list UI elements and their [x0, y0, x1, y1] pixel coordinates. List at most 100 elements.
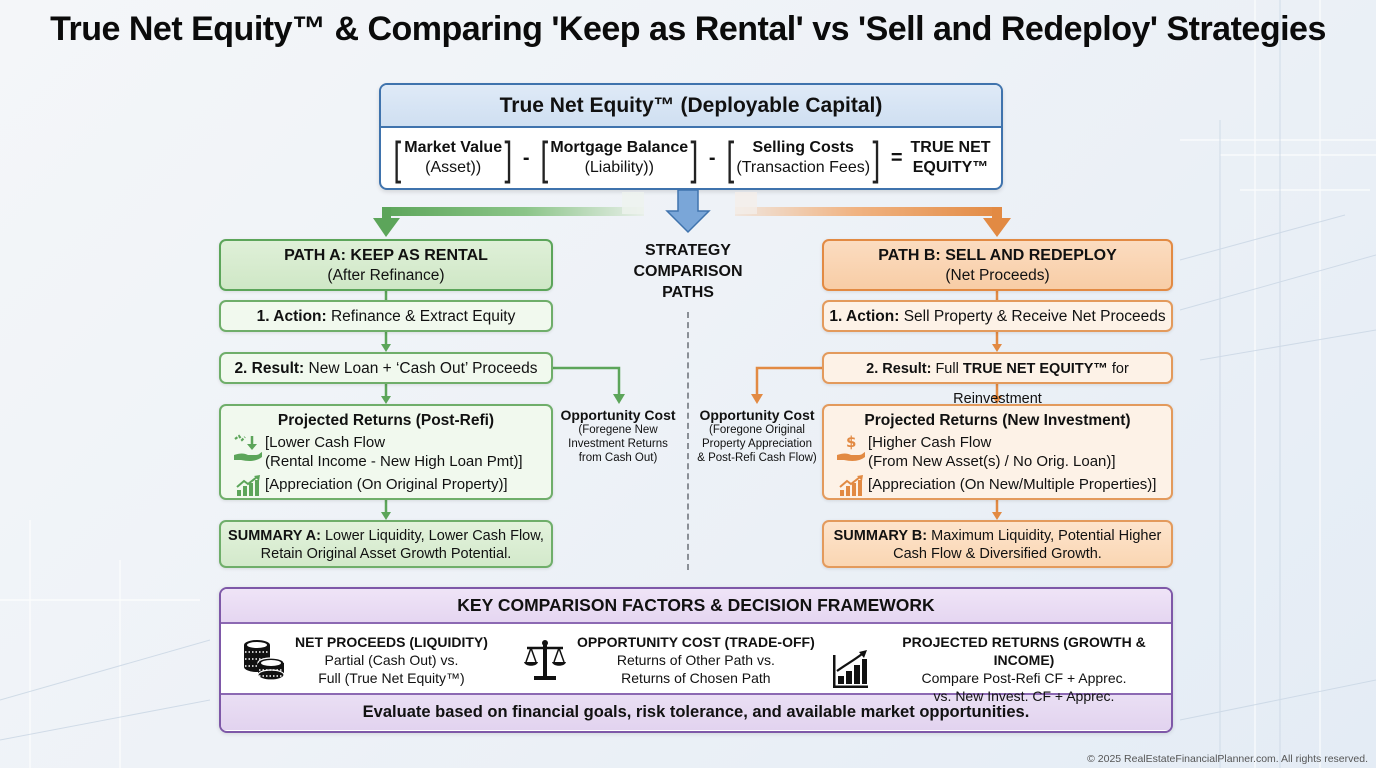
- page-title: True Net Equity™ & Comparing 'Keep as Re…: [50, 10, 1326, 48]
- svg-text:$: $: [846, 433, 856, 451]
- term-label: Mortgage Balance: [550, 139, 689, 156]
- result-label: 2. Result:: [234, 360, 305, 377]
- action-text: Refinance & Extract Equity: [330, 308, 516, 325]
- key-comparison-header: KEY COMPARISON FACTORS & DECISION FRAMEW…: [221, 589, 1171, 624]
- path-b-projected-returns: Projected Returns (New Investment) $ [Hi…: [822, 404, 1173, 500]
- term-label: Market Value: [404, 139, 503, 156]
- coins-icon: [241, 639, 287, 681]
- connector-to-opportunity-a: [553, 366, 621, 396]
- result-label: 2. Result:: [866, 361, 932, 377]
- higher-cash-flow-icon: $: [834, 433, 868, 467]
- summary-text: Lower Liquidity, Lower Cash Flow,: [324, 528, 544, 544]
- arrow-head: [751, 394, 763, 404]
- term-sub: (Asset)): [425, 159, 482, 176]
- result-text: Full: [935, 361, 959, 377]
- summary-text: Maximum Liquidity, Potential Higher: [931, 528, 1162, 544]
- scales-icon: [523, 638, 567, 682]
- summary-label: SUMMARY B:: [833, 528, 928, 544]
- factor-title: PROJECTED RETURNS (GROWTH & INCOME): [902, 634, 1146, 668]
- path-a-summary: SUMMARY A: Lower Liquidity, Lower Cash F…: [219, 520, 553, 568]
- appreciation-text: [Appreciation (On New/Multiple Propertie…: [868, 476, 1157, 493]
- factor-title: NET PROCEEDS (LIQUIDITY): [295, 634, 488, 650]
- key-comparison-footer: Evaluate based on financial goals, risk …: [221, 693, 1171, 730]
- result-text-emphasis: TRUE NET EQUITY™: [962, 361, 1108, 377]
- path-b-result: 2. Result: Full TRUE NET EQUITY™ for Rei…: [822, 352, 1173, 407]
- action-label: 1. Action:: [256, 308, 327, 325]
- opportunity-cost-desc: & Post-Refi Cash Flow): [697, 452, 817, 464]
- lower-cash-flow-icon: [231, 433, 265, 467]
- arrow-head: [613, 394, 625, 404]
- bracket-open: [: [726, 132, 734, 184]
- path-a-subtitle: (After Refinance): [327, 267, 445, 284]
- minus-operator: -: [708, 146, 716, 169]
- factor-projected-returns: PROJECTED RETURNS (GROWTH & INCOME) Comp…: [831, 633, 1171, 705]
- opportunity-cost-desc: from Cash Out): [578, 452, 658, 464]
- path-b-header: PATH B: SELL AND REDEPLOY (Net Proceeds): [822, 239, 1173, 291]
- appreciation-text: [Appreciation (On Original Property)]: [265, 476, 508, 493]
- arrow-head: [381, 396, 391, 404]
- projected-returns-title: Projected Returns (New Investment): [864, 412, 1131, 429]
- opportunity-cost-title: Opportunity Cost: [560, 407, 676, 423]
- appreciation-chart-icon: [834, 475, 868, 497]
- term-sub: (Liability)): [584, 159, 654, 176]
- cash-flow-line-2: (Rental Income - New High Loan Pmt)]: [265, 453, 523, 470]
- copyright-notice: © 2025 RealEstateFinancialPlanner.com. A…: [1087, 753, 1368, 765]
- term-label: Selling Costs: [752, 139, 854, 156]
- factor-line: vs. New Invest. CF + Apprec.: [933, 688, 1115, 704]
- opportunity-cost-desc: Investment Returns: [568, 438, 668, 450]
- path-a-action: 1. Action: Refinance & Extract Equity: [219, 300, 553, 332]
- path-a-opportunity-cost: Opportunity Cost (Foregene New Investmen…: [557, 407, 679, 465]
- term-sub: (Transaction Fees): [736, 159, 871, 176]
- strategy-label-line: PATHS: [662, 284, 714, 301]
- arrow-head: [992, 396, 1002, 404]
- true-net-equity-box: True Net Equity™ (Deployable Capital) [ …: [379, 83, 1003, 190]
- result-line-2: EQUITY™: [912, 159, 989, 176]
- down-arrow-icon: [665, 189, 711, 234]
- appreciation-chart-icon: [231, 475, 265, 497]
- result-text: New Loan + ‘Cash Out’ Proceeds: [308, 360, 538, 377]
- path-a-result: 2. Result: New Loan + ‘Cash Out’ Proceed…: [219, 352, 553, 384]
- bracket-close: ]: [504, 132, 513, 184]
- bracket-close: ]: [872, 132, 881, 184]
- summary-text: Retain Original Asset Growth Potential.: [260, 546, 512, 562]
- bracket-open: [: [540, 132, 548, 184]
- path-a-header: PATH A: KEEP AS RENTAL (After Refinance): [219, 239, 553, 291]
- path-b-action: 1. Action: Sell Property & Receive Net P…: [822, 300, 1173, 332]
- arrow-head: [992, 512, 1002, 520]
- formula-term-market-value: [ Market Value (Asset)) ]: [391, 132, 514, 184]
- action-label: 1. Action:: [829, 308, 900, 325]
- arrow-head: [381, 344, 391, 352]
- equals-operator: =: [890, 146, 903, 169]
- key-comparison-factors: NET PROCEEDS (LIQUIDITY) Partial (Cash O…: [221, 624, 1171, 704]
- factor-line: Compare Post-Refi CF + Apprec.: [921, 670, 1127, 686]
- cash-flow-line-1: [Higher Cash Flow: [868, 434, 992, 451]
- strategy-label-line: COMPARISON: [633, 263, 743, 280]
- factor-line: Full (True Net Equity™): [318, 670, 465, 686]
- result-line-1: TRUE NET: [910, 139, 991, 156]
- factor-net-proceeds: NET PROCEEDS (LIQUIDITY) Partial (Cash O…: [241, 633, 488, 687]
- path-b-subtitle: (Net Proceeds): [945, 267, 1050, 284]
- action-text: Sell Property & Receive Net Proceeds: [903, 308, 1166, 325]
- arrow-head: [381, 512, 391, 520]
- growth-chart-icon: [831, 649, 869, 689]
- path-a-title: PATH A: KEEP AS RENTAL: [284, 247, 488, 264]
- projected-returns-title: Projected Returns (Post-Refi): [277, 412, 495, 429]
- strategy-comparison-label: STRATEGY COMPARISON PATHS: [618, 240, 758, 303]
- opportunity-cost-title: Opportunity Cost: [699, 407, 815, 423]
- opportunity-cost-desc: (Foregene New: [578, 424, 658, 436]
- true-net-equity-header: True Net Equity™ (Deployable Capital): [381, 85, 1001, 128]
- factor-line: Returns of Other Path vs.: [616, 652, 775, 668]
- minus-operator: -: [522, 146, 530, 169]
- formula-result: TRUE NET EQUITY™: [911, 138, 991, 178]
- path-b-opportunity-cost: Opportunity Cost (Foregone Original Prop…: [695, 407, 819, 465]
- path-b-summary: SUMMARY B: Maximum Liquidity, Potential …: [822, 520, 1173, 568]
- cash-flow-line-1: [Lower Cash Flow: [265, 434, 386, 451]
- strategy-label-line: STRATEGY: [645, 242, 731, 259]
- path-b-title: PATH B: SELL AND REDEPLOY: [878, 247, 1117, 264]
- arrow-head: [992, 344, 1002, 352]
- summary-label: SUMMARY A:: [228, 528, 321, 544]
- result-text: for Reinvestment: [953, 361, 1129, 407]
- path-divider: [687, 312, 689, 570]
- path-a-projected-returns: Projected Returns (Post-Refi) [Lower Cas…: [219, 404, 553, 500]
